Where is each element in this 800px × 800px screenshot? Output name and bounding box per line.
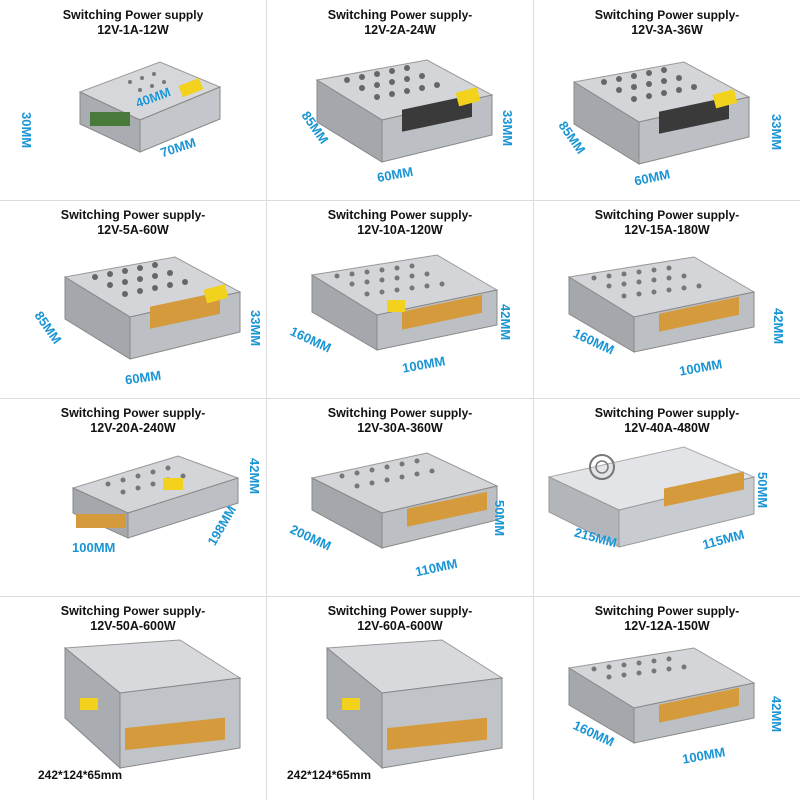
product-spec: 12V-5A-60W bbox=[97, 223, 169, 237]
product-tile[interactable]: Switching Power supply- 12V-20A-240W 100… bbox=[0, 400, 266, 595]
product-tile[interactable]: Switching Power supply- 12V-15A-180W 160… bbox=[534, 202, 800, 397]
dimension-label: 42MM bbox=[771, 308, 786, 345]
product-spec: 12V-50A-600W bbox=[90, 619, 176, 633]
product-title: Switching Power supply- 12V-60A-600W bbox=[267, 604, 533, 634]
power-supply-image bbox=[567, 256, 756, 353]
product-tile[interactable]: Switching Power supply- 12V-50A-600W 242… bbox=[0, 598, 266, 793]
product-tile[interactable]: Switching Power supply- 12V-5A-60W 85MM … bbox=[0, 202, 266, 397]
product-spec: 12V-15A-180W bbox=[624, 223, 710, 237]
product-title: Switching Power supply- 12V-15A-180W bbox=[534, 208, 800, 238]
product-tile[interactable]: Switching Power supply 12V-1A-12W 30MM 4… bbox=[0, 2, 266, 197]
product-title: Switching Power supply- 12V-20A-240W bbox=[0, 406, 266, 436]
product-spec: 12V-10A-120W bbox=[357, 223, 443, 237]
dimension-label: 100MM bbox=[72, 540, 116, 555]
dimension-label: 33MM bbox=[248, 310, 263, 347]
dimension-label: 33MM bbox=[769, 114, 784, 151]
power-supply-image bbox=[572, 61, 751, 165]
dimension-label: 110MM bbox=[413, 555, 459, 580]
dimension-label: 242*124*65mm bbox=[38, 768, 123, 782]
product-spec: 12V-2A-24W bbox=[364, 23, 436, 37]
product-title: Switching Power supply- 12V-3A-36W bbox=[534, 8, 800, 38]
product-title: Switching Power supply- 12V-10A-120W bbox=[267, 208, 533, 238]
power-supply-image bbox=[310, 254, 499, 351]
dimension-label: 42MM bbox=[769, 696, 784, 733]
power-supply-image bbox=[310, 452, 499, 549]
product-spec: 12V-12A-150W bbox=[624, 619, 710, 633]
product-tile[interactable]: Switching Power supply- 12V-2A-24W 85MM … bbox=[267, 2, 533, 197]
grid-divider bbox=[0, 398, 800, 399]
product-spec: 12V-3A-36W bbox=[631, 23, 703, 37]
grid-divider bbox=[266, 0, 267, 800]
grid-divider bbox=[0, 200, 800, 201]
product-tile[interactable]: Switching Power supply- 12V-30A-360W 200… bbox=[267, 400, 533, 595]
grid-divider bbox=[0, 596, 800, 597]
dimension-label: 30MM bbox=[19, 112, 34, 149]
power-supply-image bbox=[315, 59, 494, 163]
product-spec: 12V-30A-360W bbox=[357, 421, 443, 435]
power-supply-image bbox=[63, 256, 242, 360]
product-spec: 12V-60A-600W bbox=[357, 619, 443, 633]
product-title: Switching Power supply- 12V-30A-360W bbox=[267, 406, 533, 436]
product-title: Switching Power supply- 12V-12A-150W bbox=[534, 604, 800, 634]
grid-divider bbox=[533, 0, 534, 800]
product-title: Switching Power supply 12V-1A-12W bbox=[0, 8, 266, 38]
product-tile[interactable]: Switching Power supply- 12V-3A-36W 85MM … bbox=[534, 2, 800, 197]
dimension-label: 42MM bbox=[247, 458, 262, 495]
dimension-label: 33MM bbox=[500, 110, 515, 147]
dimension-label: 50MM bbox=[492, 500, 507, 537]
product-title: Switching Power supply- 12V-40A-480W bbox=[534, 406, 800, 436]
product-spec: 12V-1A-12W bbox=[97, 23, 169, 37]
product-spec: 12V-40A-480W bbox=[624, 421, 710, 435]
power-supply-image bbox=[71, 455, 240, 539]
power-supply-image bbox=[547, 446, 756, 548]
power-supply-image bbox=[325, 639, 504, 770]
dimension-label: 242*124*65mm bbox=[287, 768, 372, 782]
product-title: Switching Power supply- 12V-5A-60W bbox=[0, 208, 266, 238]
power-supply-image bbox=[78, 61, 222, 153]
product-tile[interactable]: Switching Power supply- 12V-40A-480W 215… bbox=[534, 400, 800, 595]
power-supply-image bbox=[63, 639, 242, 770]
product-title: Switching Power supply- 12V-50A-600W bbox=[0, 604, 266, 634]
product-tile[interactable]: Switching Power supply- 12V-60A-600W 242… bbox=[267, 598, 533, 793]
power-supply-image bbox=[567, 647, 756, 744]
dimension-label: 50MM bbox=[755, 472, 770, 509]
product-title: Switching Power supply- 12V-2A-24W bbox=[267, 8, 533, 38]
dimension-label: 42MM bbox=[498, 304, 513, 341]
product-tile[interactable]: Switching Power supply- 12V-12A-150W 160… bbox=[534, 598, 800, 793]
product-tile[interactable]: Switching Power supply- 12V-10A-120W 160… bbox=[267, 202, 533, 397]
product-spec: 12V-20A-240W bbox=[90, 421, 176, 435]
